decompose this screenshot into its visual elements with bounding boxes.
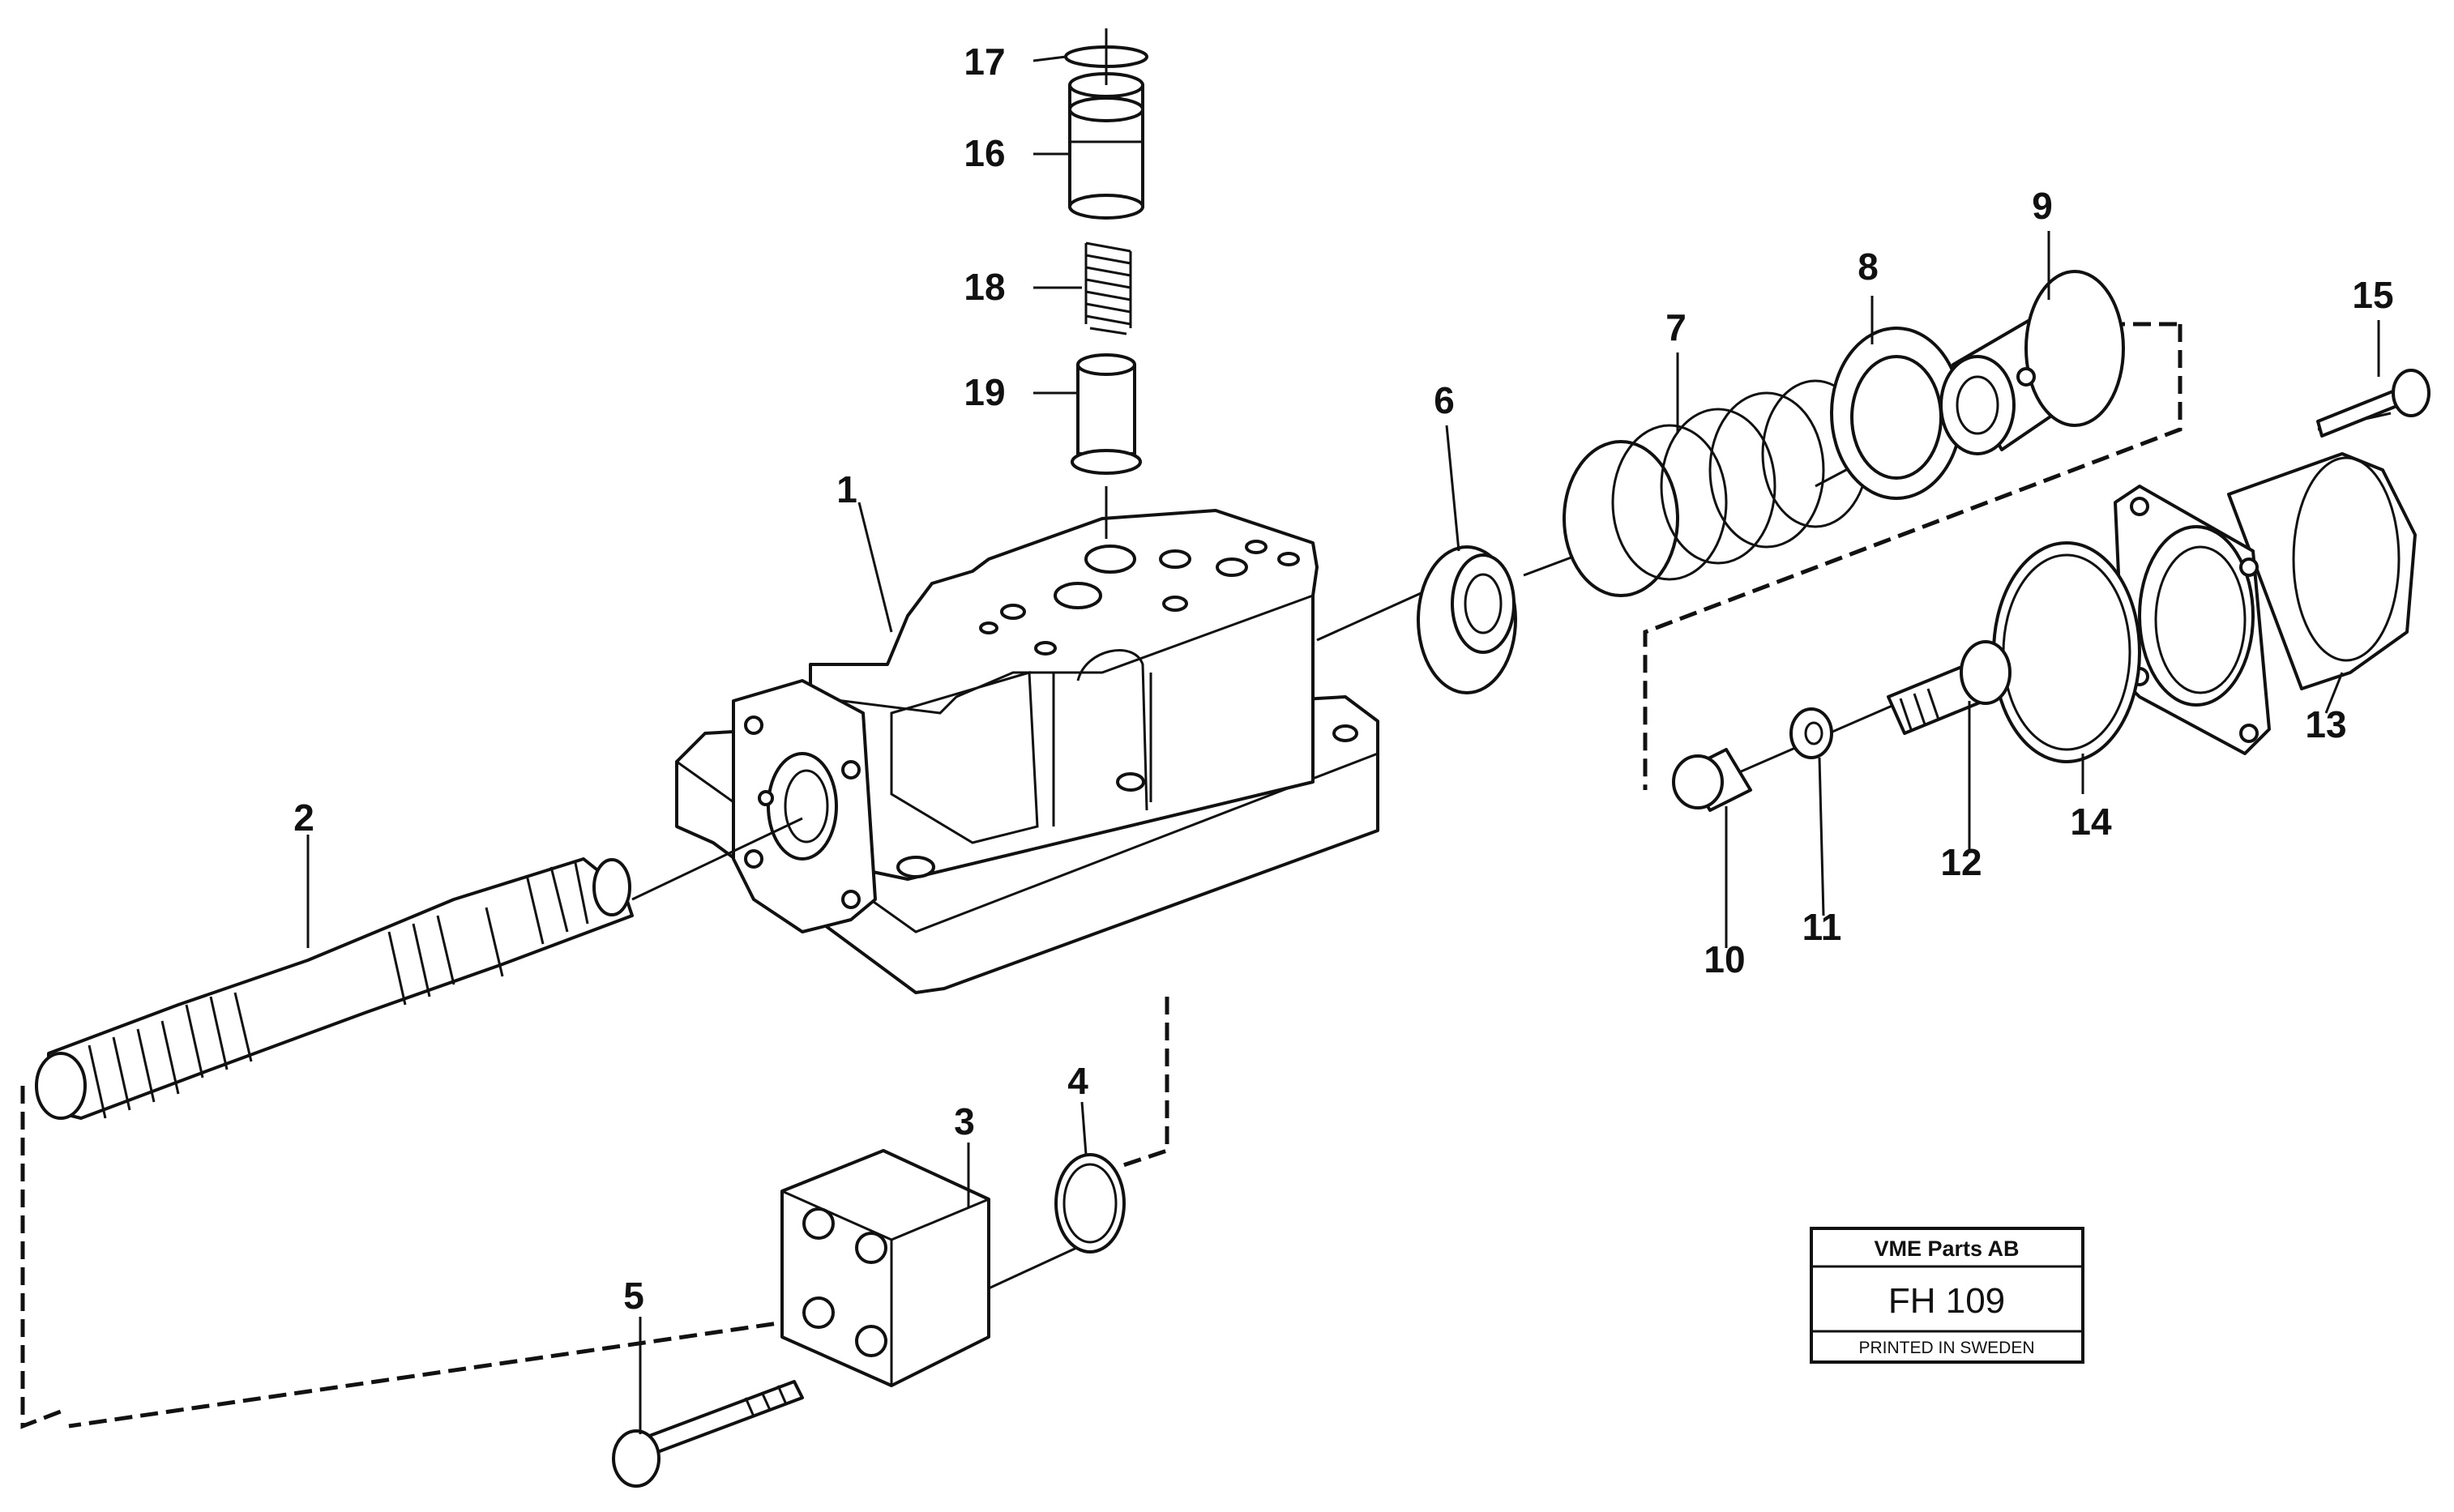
callout-5: 5: [623, 1275, 644, 1317]
stamp-footer: PRINTED IN SWEDEN: [1858, 1339, 2034, 1357]
parts-stamp: VME Parts AB FH 109 PRINTED IN SWEDEN: [1810, 1227, 2084, 1364]
callout-16: 16: [964, 132, 1005, 174]
screw-part-5: [612, 1380, 804, 1488]
gasket-part-14: [1992, 541, 2141, 763]
callout-1: 1: [836, 468, 857, 510]
oring-part-4: [1054, 1153, 1126, 1254]
callout-2: 2: [293, 797, 314, 839]
callout-12: 12: [1940, 841, 1982, 883]
screw-part-15: [2316, 369, 2430, 438]
callout-3: 3: [954, 1100, 975, 1143]
callout-18: 18: [964, 266, 1005, 308]
spool-part-2: [35, 857, 634, 1120]
callout-labels: 1 2 3 4 5 6 7 8 9 10 11 12 13 14 15 16 1…: [293, 41, 2393, 1317]
cover-part-13: [2114, 452, 2417, 755]
washer-part-8: [1830, 327, 1963, 500]
spring-part-18: [1084, 241, 1132, 335]
callout-9: 9: [2032, 185, 2053, 227]
stamp-code: FH 109: [1888, 1281, 2005, 1321]
cover-block-part-3: [780, 1149, 990, 1387]
plug-part-12: [1887, 640, 2012, 735]
callout-15: 15: [2352, 274, 2393, 316]
plug-part-16: [1068, 72, 1144, 220]
callout-10: 10: [1704, 938, 1745, 980]
callout-19: 19: [964, 371, 1005, 413]
callout-8: 8: [1858, 246, 1879, 288]
callout-13: 13: [2305, 703, 2346, 745]
callout-leaders: [306, 55, 2380, 1434]
valve-body-part-1: [675, 509, 1379, 994]
callout-11: 11: [1802, 906, 1842, 948]
callout-14: 14: [2070, 801, 2112, 843]
callout-7: 7: [1665, 306, 1687, 348]
sleeve-part-19: [1071, 353, 1142, 475]
callout-17: 17: [964, 41, 1005, 83]
spring-part-7: [1563, 379, 1870, 597]
seat-part-6: [1417, 545, 1517, 694]
washer-part-11: [1789, 707, 1833, 759]
bushing-part-10: [1672, 748, 1752, 812]
sleeve-part-9: [1939, 270, 2125, 455]
callout-4: 4: [1067, 1060, 1088, 1102]
stamp-company: VME Parts AB: [1874, 1237, 2019, 1261]
callout-6: 6: [1434, 379, 1455, 421]
